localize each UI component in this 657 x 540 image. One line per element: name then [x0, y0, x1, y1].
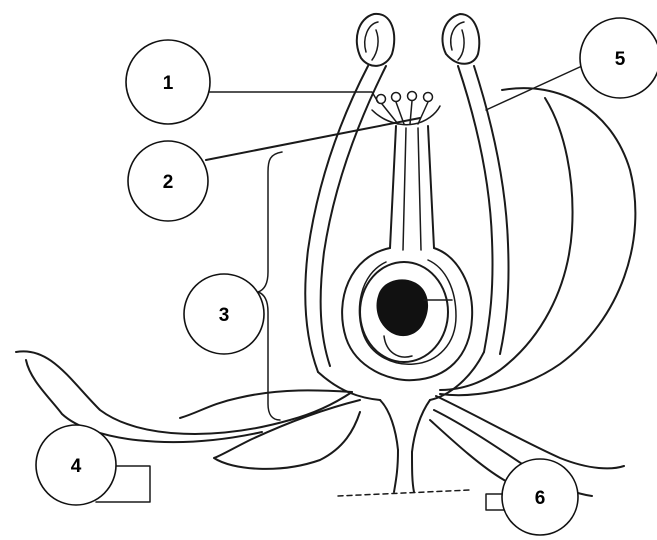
style: [390, 126, 434, 250]
label-5-text: 5: [615, 49, 626, 70]
label-3: 3: [184, 274, 264, 354]
label-4: 4: [36, 425, 116, 505]
right-filament: [458, 66, 509, 354]
left-anther: [357, 14, 394, 66]
leader-line-5: [486, 66, 582, 110]
label-4-text: 4: [71, 456, 82, 477]
ovary: [342, 248, 472, 380]
label-2-text: 2: [163, 172, 174, 193]
label-3-text: 3: [219, 305, 230, 326]
right-inner-petal: [440, 98, 573, 390]
receptacle: [318, 352, 484, 452]
label-2: 2: [128, 141, 208, 221]
label-6-text: 6: [535, 488, 546, 509]
label-1: 1: [126, 40, 210, 124]
right-outer-petal: [440, 88, 635, 395]
pedicel: [338, 450, 470, 496]
label-1-text: 1: [163, 73, 174, 94]
lower-left-sepal: [214, 400, 360, 469]
right-anther: [442, 14, 479, 64]
stigma: [372, 92, 440, 125]
leader-line-2: [206, 118, 420, 160]
pistil-bracket: [258, 152, 282, 420]
label-5: 5: [580, 18, 657, 98]
label-6: 6: [502, 459, 578, 535]
